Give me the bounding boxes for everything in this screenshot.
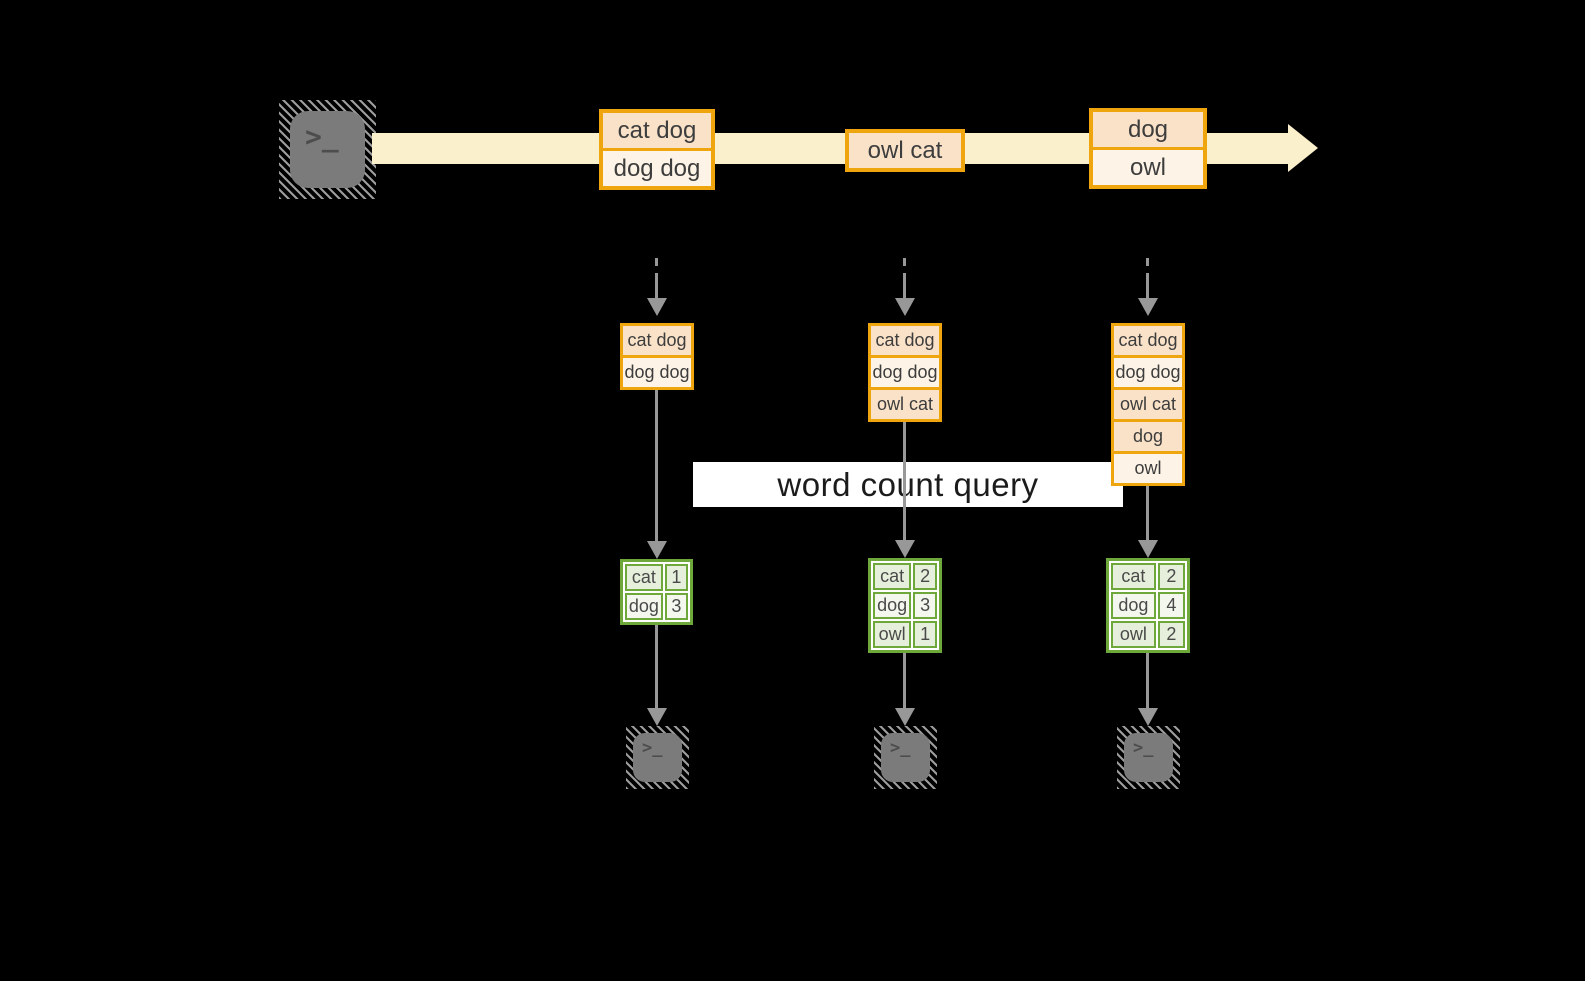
count-value-cell: 3 [913,592,937,619]
count-word-cell: cat [625,564,663,591]
query-arrowhead-col3 [1138,540,1158,558]
count-value-cell: 2 [1157,621,1185,648]
query-banner: word count query [693,462,1123,507]
event-log-row: dog [1114,422,1182,451]
ingest-arrow-col1 [655,258,658,298]
count-value-cell: 1 [913,621,937,648]
sink-terminal-icon-col2: >_ [874,726,937,789]
terminal-prompt-icon: >_ [890,738,911,758]
count-value-cell: 2 [1157,563,1185,590]
terminal-body: >_ [1124,733,1173,782]
event-log-row: cat dog [623,326,691,355]
ingest-arrowhead-col3 [1138,298,1158,316]
count-table-col1: cat 1 dog 3 [620,559,693,625]
ingest-arrowhead-col2 [895,298,915,316]
result-arrowhead-col3 [1138,708,1158,726]
stream-event-row: dog [1093,112,1203,147]
count-word-cell: dog [625,593,663,620]
query-arrowhead-col2 [895,540,915,558]
count-word-cell: cat [1111,563,1156,590]
count-table-col2: cat 2 dog 3 owl 1 [868,558,942,653]
query-arrow-col2 [903,422,906,541]
stream-event-row: cat dog [603,113,711,148]
terminal-body: >_ [881,733,930,782]
terminal-body: >_ [290,111,365,188]
query-arrowhead-col1 [647,541,667,559]
stream-arrow-head-icon [1288,124,1318,172]
result-arrowhead-col1 [647,708,667,726]
count-word-cell: cat [873,563,912,590]
event-log-row: cat dog [1114,326,1182,355]
sink-terminal-icon-col1: >_ [626,726,689,789]
count-word-cell: dog [1111,592,1156,619]
count-row: cat 2 [873,563,937,590]
event-log-row: dog dog [623,358,691,387]
sink-terminal-icon-col3: >_ [1117,726,1180,789]
stream-event-box-1: cat dog dog dog [599,109,715,190]
count-word-cell: owl [873,621,912,648]
stream-event-box-2: owl cat [845,129,965,172]
query-banner-label: word count query [777,466,1039,503]
count-row: cat 1 [625,564,688,591]
count-row: dog 3 [625,593,688,620]
ingest-arrowhead-col1 [647,298,667,316]
terminal-prompt-icon: >_ [1133,738,1154,758]
result-arrow-col2 [903,653,906,708]
source-terminal-icon: >_ [279,100,376,199]
result-arrow-col1 [655,625,658,708]
result-arrowhead-col2 [895,708,915,726]
count-row: dog 3 [873,592,937,619]
stream-event-row: dog dog [603,151,711,186]
count-row: owl 1 [873,621,937,648]
stream-event-row: owl cat [849,133,961,168]
count-row: owl 2 [1111,621,1185,648]
count-value-cell: 3 [664,593,688,620]
event-log-col2: cat dog dog dog owl cat [868,323,942,422]
event-log-row: owl cat [871,390,939,419]
count-word-cell: owl [1111,621,1156,648]
ingest-arrow-col2 [903,258,906,298]
count-row: dog 4 [1111,592,1185,619]
ingest-arrow-col3 [1146,258,1149,298]
event-log-row: cat dog [871,326,939,355]
event-log-col1: cat dog dog dog [620,323,694,390]
event-log-row: dog dog [871,358,939,387]
result-arrow-col3 [1146,653,1149,708]
count-table-col3: cat 2 dog 4 owl 2 [1106,558,1190,653]
count-row: cat 2 [1111,563,1185,590]
count-value-cell: 2 [913,563,937,590]
count-value-cell: 4 [1157,592,1185,619]
count-value-cell: 1 [664,564,688,591]
event-log-row: owl cat [1114,390,1182,419]
terminal-prompt-icon: >_ [642,738,663,758]
event-log-row: owl [1114,454,1182,483]
stream-event-box-3: dog owl [1089,108,1207,189]
query-arrow-col3 [1146,486,1149,541]
event-log-col3: cat dog dog dog owl cat dog owl [1111,323,1185,486]
stream-event-row: owl [1093,150,1203,185]
count-word-cell: dog [873,592,912,619]
event-log-row: dog dog [1114,358,1182,387]
query-arrow-col1 [655,390,658,542]
terminal-prompt-icon: >_ [305,120,339,153]
terminal-body: >_ [633,733,682,782]
